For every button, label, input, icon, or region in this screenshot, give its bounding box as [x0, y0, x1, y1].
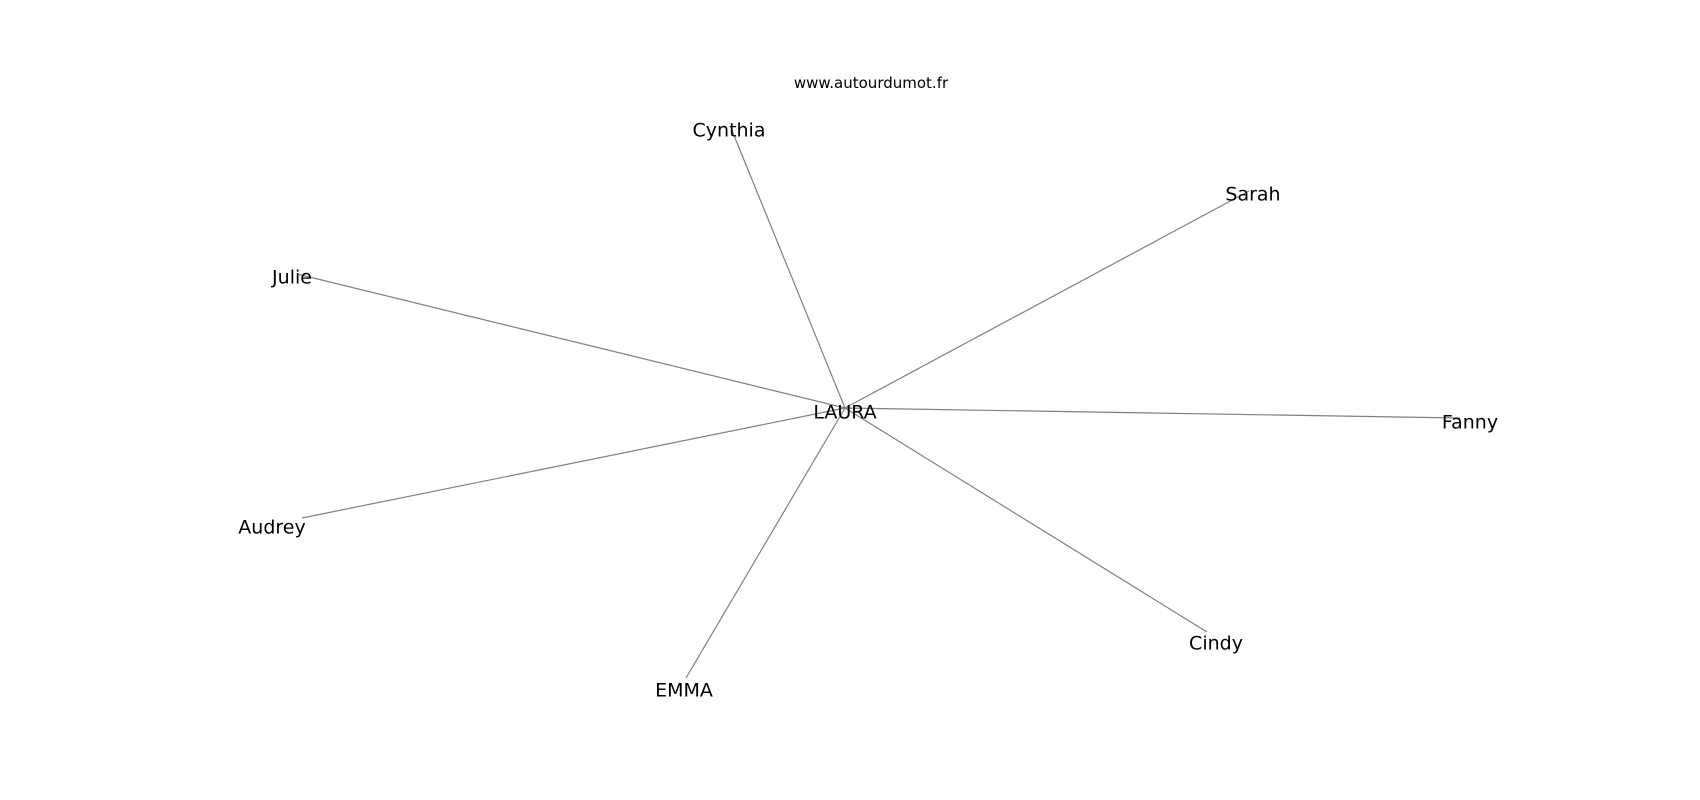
edge-laura-cindy	[844, 407, 1208, 633]
edges-layer	[296, 127, 1461, 679]
node-laura: LAURA	[813, 402, 876, 424]
site-credit: www.autourdumot.fr	[794, 74, 949, 92]
node-fanny: Fanny	[1442, 412, 1498, 434]
node-audrey: Audrey	[238, 517, 305, 539]
node-emma: EMMA	[655, 680, 713, 702]
node-cynthia: Cynthia	[693, 120, 766, 142]
node-sarah: Sarah	[1225, 184, 1280, 206]
edge-laura-sarah	[844, 190, 1250, 409]
node-cindy: Cindy	[1189, 633, 1243, 655]
edge-laura-julie	[296, 273, 846, 409]
edge-laura-audrey	[301, 407, 846, 519]
edge-laura-fanny	[844, 407, 1461, 419]
edge-laura-emma	[685, 407, 846, 679]
edge-laura-cynthia	[730, 127, 846, 409]
nodes-layer: LAURA CynthiaSarahJulieFannyAudreyCindyEM…	[238, 120, 1498, 702]
node-julie: Julie	[271, 267, 312, 289]
